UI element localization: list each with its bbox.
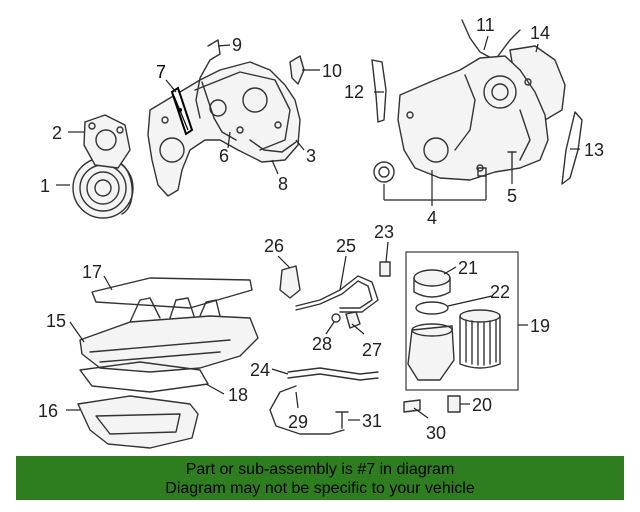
callout-6: 6	[219, 146, 229, 166]
callout-7-highlighted: 7	[156, 62, 166, 82]
callout-25: 25	[336, 236, 356, 256]
part-gasket-11	[461, 19, 521, 61]
part-pan-gasket-18	[79, 361, 209, 393]
callout-26: 26	[264, 236, 284, 256]
callout-11: 11	[476, 15, 495, 35]
callout-16: 16	[38, 401, 58, 421]
callout-20: 20	[472, 395, 492, 415]
banner-line-1: Part or sub-assembly is #7 in diagram	[185, 461, 455, 478]
callout-10: 10	[322, 61, 342, 81]
callout-19: 19	[530, 316, 550, 336]
parts-diagram: 1 2 3 4 5 6 7 8 9 10 11 12 13 14 15 16 1…	[38, 15, 604, 449]
callout-31: 31	[362, 411, 382, 431]
part-switch-20	[447, 395, 461, 413]
callout-28: 28	[312, 334, 332, 354]
part-bolt-5	[507, 151, 517, 171]
part-timing-cover-main	[397, 55, 549, 181]
part-seal-ring	[373, 161, 395, 183]
part-gasket-8	[249, 139, 297, 153]
callout-17: 17	[82, 262, 102, 282]
part-gasket-9	[195, 39, 221, 119]
callout-9: 9	[232, 35, 242, 55]
notice-banner: Part or sub-assembly is #7 in diagram Di…	[16, 456, 624, 500]
callout-labels: 1 2 3 4 5 6 7 8 9 10 11 12 13 14 15 16 1…	[38, 15, 604, 443]
part-seal-carrier	[83, 114, 131, 169]
callout-5: 5	[507, 186, 517, 206]
callout-2: 2	[52, 123, 62, 143]
part-fitting-23	[379, 261, 391, 277]
callout-3: 3	[306, 146, 316, 166]
part-oil-line-24	[287, 367, 379, 375]
callout-22: 22	[490, 282, 510, 302]
part-filter-cap-21	[413, 269, 451, 287]
callout-27: 27	[362, 340, 382, 360]
callout-12: 12	[344, 82, 364, 102]
callout-8: 8	[278, 174, 288, 194]
part-hose-29	[269, 385, 345, 435]
leader-lines	[56, 35, 580, 421]
callout-23: 23	[374, 222, 394, 242]
part-bolt-31	[335, 411, 349, 429]
part-bracket-26	[279, 265, 301, 299]
part-timing-cover-lower	[147, 61, 301, 197]
part-bracket-10	[289, 55, 305, 85]
part-clamp-27	[345, 311, 361, 329]
part-gasket-12	[371, 59, 387, 123]
callout-15: 15	[46, 311, 66, 331]
part-gasket-6	[201, 81, 237, 141]
callout-29: 29	[288, 412, 308, 432]
part-gasket-13	[561, 111, 583, 185]
part-filter-housing-19	[405, 251, 519, 391]
part-filter-seal	[415, 301, 449, 315]
callout-21: 21	[458, 258, 478, 278]
callout-14: 14	[530, 23, 550, 43]
callout-24: 24	[250, 360, 270, 380]
part-oil-line-25	[295, 275, 379, 313]
part-lower-oil-pan-16	[77, 395, 199, 449]
part-upper-oil-pan-15	[79, 297, 259, 373]
part-crank-pulley	[72, 157, 134, 219]
callout-18: 18	[228, 385, 248, 405]
banner-line-2: Diagram may not be specific to your vehi…	[165, 480, 475, 497]
callout-30: 30	[426, 423, 446, 443]
part-tensioner-rail-7	[170, 86, 194, 136]
part-pan-gasket-17	[91, 277, 253, 309]
callout-1: 1	[40, 176, 50, 196]
callout-13: 13	[584, 140, 604, 160]
callout-4: 4	[427, 208, 437, 228]
part-washer-28	[331, 313, 341, 323]
